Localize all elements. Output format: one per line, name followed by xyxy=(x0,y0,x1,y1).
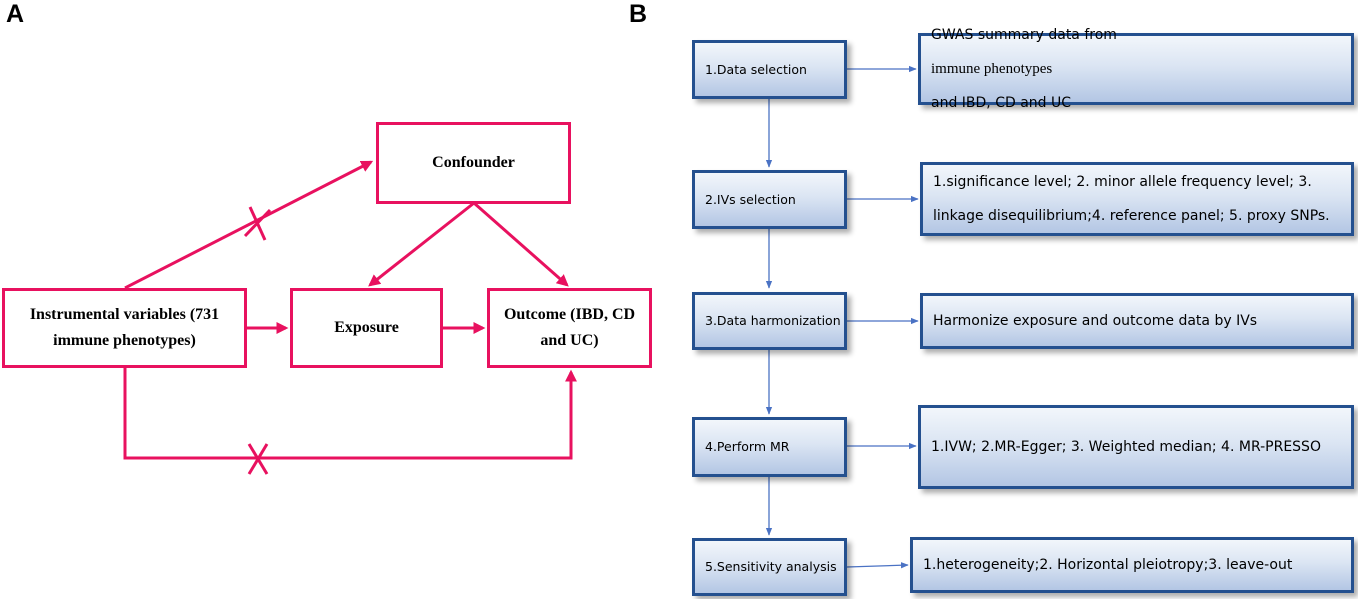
exposure-label: Exposure xyxy=(334,319,399,336)
arrow-instrument-to-confounder xyxy=(124,160,374,290)
detail-box-sensitivity-analysis: 1.heterogeneity;2. Horizontal pleiotropy… xyxy=(910,537,1354,593)
panel-a-label: A xyxy=(6,0,25,28)
detail-box-data-selection: GWAS summary data from immune phenotypes… xyxy=(918,27,1354,111)
step-box-data-selection: 1.Data selection xyxy=(692,40,847,99)
step-label: 5.Sensitivity analysis xyxy=(705,559,837,574)
detail-text: GWAS summary data from immune phenotypes… xyxy=(931,18,1117,120)
confounder-label: Confounder xyxy=(432,154,515,171)
arrow-confounder-to-outcome xyxy=(473,201,569,287)
arrow-instrument-to-outcome-direct xyxy=(123,368,577,460)
blocked-path-cross-upper xyxy=(243,206,272,241)
step-box-perform-mr: 4.Perform MR xyxy=(692,417,847,477)
exposure-box: Exposure xyxy=(290,288,443,368)
detail-text: 1.heterogeneity;2. Horizontal pleiotropy… xyxy=(923,557,1293,573)
step-box-data-harmonization: 3.Data harmonization xyxy=(692,292,847,350)
blocked-path-cross-lower xyxy=(247,443,269,475)
detail-text-part: and IBD, CD and UC xyxy=(931,95,1072,111)
outcome-label: Outcome (IBD, CD and UC) xyxy=(503,306,636,349)
outcome-box: Outcome (IBD, CD and UC) xyxy=(487,288,652,368)
detail-text: 1.significance level; 2. minor allele fr… xyxy=(933,174,1330,224)
detail-box-ivs-selection: 1.significance level; 2. minor allele fr… xyxy=(920,162,1354,236)
confounder-box: Confounder xyxy=(376,122,571,204)
detail-box-perform-mr: 1.IVW; 2.MR-Egger; 3. Weighted median; 4… xyxy=(918,405,1354,489)
flow-arrow-step5-to-detail xyxy=(846,562,909,569)
detail-text-part: GWAS summary data from xyxy=(931,27,1117,43)
detail-text: 1.IVW; 2.MR-Egger; 3. Weighted median; 4… xyxy=(931,439,1321,455)
instrumental-variables-label: Instrumental variables (731 immune pheno… xyxy=(29,306,220,349)
detail-box-data-harmonization: Harmonize exposure and outcome data by I… xyxy=(920,293,1354,349)
step-label: 1.Data selection xyxy=(705,61,807,77)
step-label: 3.Data harmonization xyxy=(705,313,841,328)
step-label: 4.Perform MR xyxy=(705,439,790,454)
arrow-confounder-to-exposure xyxy=(368,201,475,287)
detail-text-part-serif: immune phenotypes xyxy=(931,61,1053,77)
step-box-sensitivity-analysis: 5.Sensitivity analysis xyxy=(692,538,847,596)
detail-text: Harmonize exposure and outcome data by I… xyxy=(933,313,1258,329)
step-box-ivs-selection: 2.IVs selection xyxy=(692,170,847,229)
panel-b-label: B xyxy=(629,0,648,28)
instrumental-variables-box: Instrumental variables (731 immune pheno… xyxy=(2,288,247,368)
step-label: 2.IVs selection xyxy=(705,191,796,207)
